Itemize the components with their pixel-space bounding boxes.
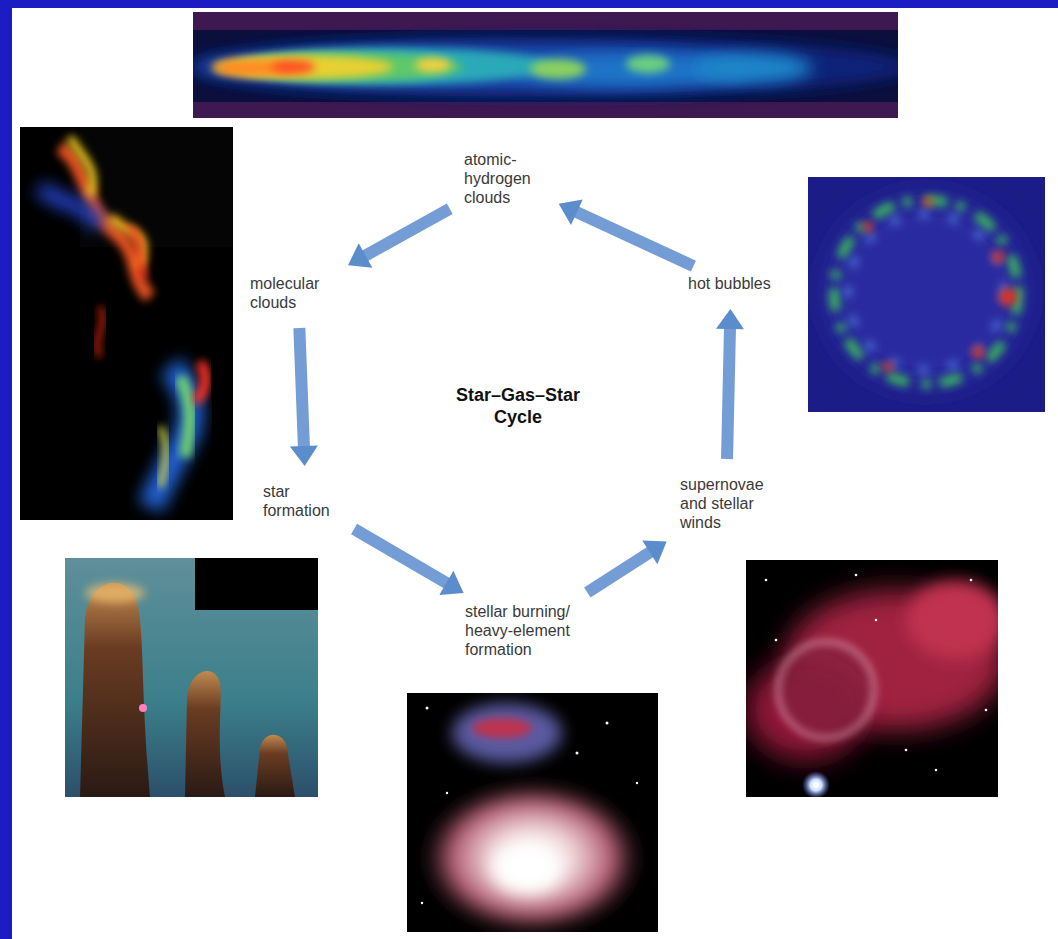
arrow-head	[559, 199, 583, 224]
arrow-shaft	[587, 551, 651, 592]
stage-label: star formation	[261, 480, 351, 522]
arrow-head	[439, 571, 463, 595]
stage-text: supernovae and stellar winds	[680, 475, 772, 532]
molecular-cloud-map	[20, 127, 233, 520]
arrow-shaft	[299, 328, 304, 448]
stage-label: supernovae and stellar winds	[678, 473, 774, 534]
cycle-arrow	[290, 328, 318, 466]
arrow-head	[642, 541, 666, 565]
arrow-shaft	[575, 211, 693, 266]
stage-label: stellar burning/ heavy-element formation	[463, 600, 593, 661]
arrow-shaft	[354, 529, 448, 584]
arrow-shaft	[727, 327, 730, 459]
arrow-head	[290, 445, 318, 466]
hydrogen-map	[193, 12, 913, 118]
pillars-image	[65, 558, 318, 797]
diagram-title: Star–Gas–Star Cycle	[438, 384, 598, 428]
stage-label: hot bubbles	[686, 272, 776, 295]
stage-text: star formation	[263, 482, 349, 520]
arrow-head	[716, 309, 744, 329]
stage-label: atomic-hydrogen clouds	[462, 148, 546, 209]
arrow-shaft	[364, 209, 450, 257]
stage-text: hot bubbles	[688, 274, 774, 293]
arrow-head	[348, 243, 372, 267]
stage-text: stellar burning/ heavy-element formation	[465, 602, 591, 659]
cycle-arrow	[354, 529, 464, 595]
cycle-arrow	[587, 541, 666, 593]
orion-nebula-image	[407, 693, 658, 938]
bubble-nebula-image	[746, 560, 1006, 799]
stage-text: molecular clouds	[250, 274, 346, 312]
cycle-arrow	[716, 309, 744, 459]
stage-label: molecular clouds	[248, 272, 348, 314]
stage-text: atomic-hydrogen clouds	[464, 150, 544, 207]
cycle-arrow	[348, 209, 450, 268]
supernova-remnant-image	[808, 177, 1045, 412]
cycle-arrow	[559, 199, 694, 266]
